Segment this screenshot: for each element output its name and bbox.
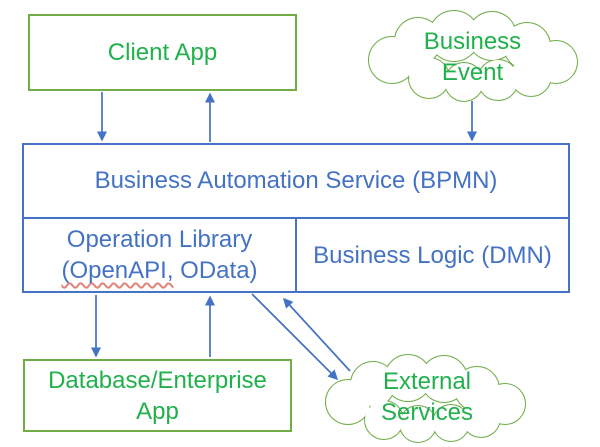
external-services-node: External Services <box>318 366 536 428</box>
business-logic-label: Business Logic (DMN) <box>313 241 552 269</box>
database-enterprise-app-node: Database/Enterprise App <box>23 359 292 432</box>
operation-library-label-line1: Operation Library <box>66 226 253 253</box>
client-app-node: Client App <box>28 14 297 91</box>
business-event-label-line1: Business <box>423 28 522 55</box>
business-automation-service-label: Business Automation Service (BPMN) <box>94 167 498 194</box>
bpmn-sub-row: Operation Library (OpenAPI, OData) Busin… <box>24 219 568 291</box>
openapi-text-spellcheck: (OpenAPI, <box>61 257 174 284</box>
business-automation-service-row: Business Automation Service (BPMN) <box>24 145 568 219</box>
business-logic-node: Business Logic (DMN) <box>297 219 568 291</box>
operation-library-label-line2: (OpenAPI, OData) <box>61 255 257 286</box>
external-services-label-line1: External <box>382 368 472 395</box>
client-app-label: Client App <box>107 39 218 66</box>
external-services-label-line2: Services <box>380 399 474 426</box>
business-event-label-line2: Event <box>441 59 504 86</box>
operation-library-node: Operation Library (OpenAPI, OData) <box>24 219 297 291</box>
business-event-node: Business Event <box>360 26 585 88</box>
odata-text: OData) <box>173 257 258 284</box>
business-automation-service-node: Business Automation Service (BPMN) Opera… <box>22 143 570 293</box>
database-label-line1: Database/Enterprise <box>48 366 267 394</box>
database-label-line2: App <box>136 397 179 425</box>
